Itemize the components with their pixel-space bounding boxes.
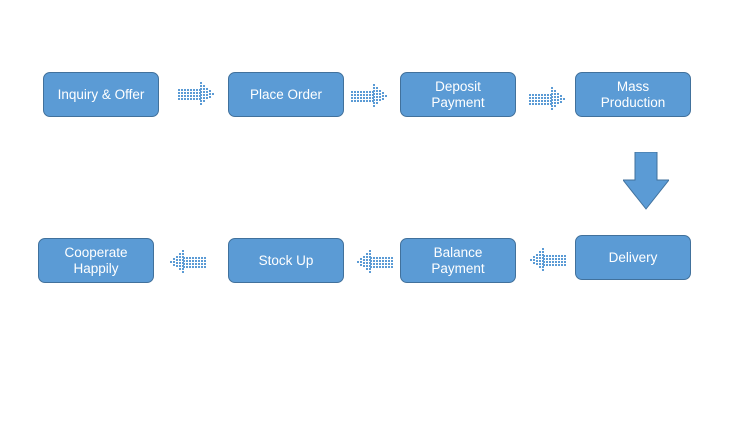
dotted-arrow-right-icon (529, 87, 565, 110)
step-inquiry-offer: Inquiry & Offer (43, 72, 159, 117)
dotted-arrow-left-icon (170, 250, 206, 273)
step-mass-production: Mass Production (575, 72, 691, 117)
arrow-down-icon (623, 152, 669, 210)
step-delivery: Delivery (575, 235, 691, 280)
dotted-arrow-left-icon (530, 248, 566, 271)
dotted-arrow-left-icon (357, 250, 393, 273)
step-cooperate-happily: Cooperate Happily (38, 238, 154, 283)
step-place-order: Place Order (228, 72, 344, 117)
dotted-arrow-right-icon (351, 84, 387, 107)
step-balance-payment: Balance Payment (400, 238, 516, 283)
step-stock-up: Stock Up (228, 238, 344, 283)
step-deposit-payment: Deposit Payment (400, 72, 516, 117)
dotted-arrow-right-icon (178, 82, 214, 105)
